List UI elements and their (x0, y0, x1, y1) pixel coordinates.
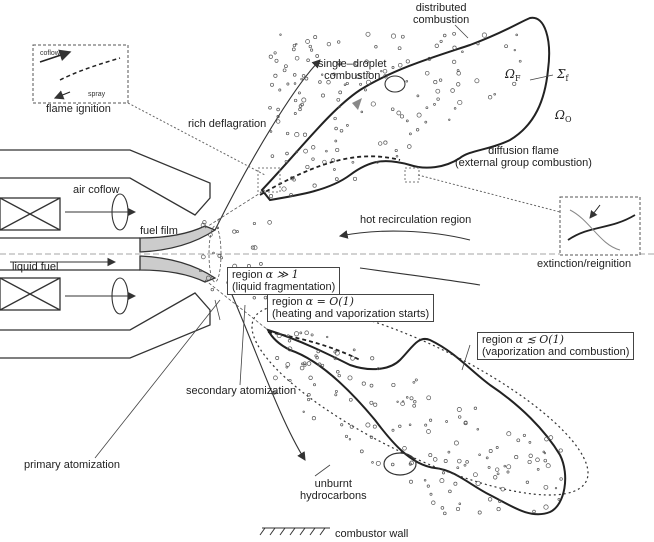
recirculation-arrow-upper (338, 230, 471, 241)
region2-desc: (heating and vaporization starts) (272, 308, 430, 320)
region1-prefix: region (232, 269, 263, 281)
label-hot-recirculation: hot recirculation region (360, 214, 472, 226)
casing-upper (0, 149, 211, 216)
region-box-heating: region α = O(1) (heating and vaporizatio… (267, 294, 435, 322)
inset-spray-label: spray (88, 91, 106, 98)
inset-extinction (559, 196, 641, 256)
region3-desc: (vaporization and combustion) (482, 346, 630, 358)
symbol-omega-f: ΩF (505, 67, 521, 83)
single-droplet-flame (352, 98, 362, 110)
label-single-droplet: single–droplet combustion (318, 58, 387, 82)
label-secondary-atomization: secondary atomization (186, 385, 297, 397)
spray-cone (204, 189, 269, 331)
downward-flow-arrow (229, 289, 306, 461)
swirl-arrows (10, 193, 137, 315)
fuel-film-lower (139, 255, 217, 283)
label-primary-atomization: primary atomization (24, 459, 120, 471)
region1-alpha: α ≫ 1 (265, 268, 299, 281)
label-liquid-fuel: liquid fuel (12, 261, 59, 273)
upward-flow-arrow (214, 59, 321, 231)
swirler-block-bottom (0, 277, 61, 311)
label-distributed-combustion: distributed combustion (413, 2, 470, 26)
lower-flame-region (266, 328, 567, 516)
label-fuel-film: fuel film (140, 225, 178, 237)
region-box-vaporization: region α ≲ O(1) (vaporization and combus… (477, 332, 635, 360)
label-unburnt-hydrocarbons: unburnt hydrocarbons (300, 478, 367, 502)
region-box-liquid-fragmentation: region α ≫ 1 (liquid fragmentation) (227, 267, 341, 295)
label-air-coflow: air coflow (73, 184, 120, 196)
label-extinction: extinction/reignition (537, 258, 632, 270)
symbol-omega-o: ΩO (555, 108, 572, 124)
label-rich-deflagration: rich deflagration (188, 118, 267, 130)
label-combustor-wall: combustor wall (335, 528, 409, 540)
swirler-block-top (0, 197, 61, 231)
casing-lower (0, 292, 211, 359)
injector-nozzle (0, 149, 217, 359)
label-flame-ignition: flame ignition (46, 103, 111, 115)
combustor-wall (259, 527, 330, 536)
recirculation-arc-lower (359, 267, 481, 286)
fuel-pocket-upper (384, 75, 406, 93)
label-diffusion-flame: diffusion flame (external group combusti… (455, 145, 592, 169)
region3-prefix: region (482, 334, 513, 346)
region2-alpha: α = O(1) (305, 295, 354, 308)
region3-alpha: α ≲ O(1) (515, 333, 564, 346)
inset-flame-ignition (32, 44, 129, 104)
region2-prefix: region (272, 296, 303, 308)
region1-desc: (liquid fragmentation) (232, 281, 336, 293)
fuel-pocket-lower (383, 452, 417, 476)
upper-flame-region (260, 16, 551, 202)
inset-coflow-label: coflow (40, 50, 60, 57)
symbol-sigma-f: Σf (557, 67, 569, 83)
